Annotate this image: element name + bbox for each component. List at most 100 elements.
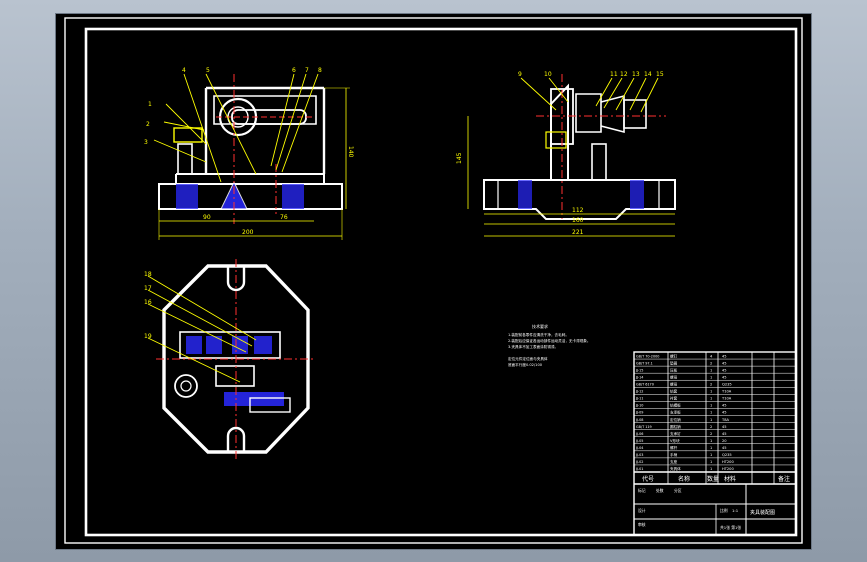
balloon-5: 5 bbox=[206, 67, 210, 74]
front-view-balloons: 4 5 6 7 8 1 2 3 90 76 200 140 bbox=[144, 67, 354, 236]
balloon-19: 19 bbox=[144, 333, 152, 340]
bom-cell-code: JJ-06 bbox=[635, 432, 643, 436]
bom-header-code: 代号 bbox=[642, 475, 654, 483]
balloon-1: 1 bbox=[148, 101, 152, 108]
balloon-12: 12 bbox=[620, 71, 628, 78]
bom-cell-qty: 1 bbox=[710, 390, 712, 394]
bom-cell-material: Q235 bbox=[722, 453, 732, 457]
inner-frame bbox=[84, 27, 798, 537]
bom-header-material: 材料 bbox=[724, 475, 736, 483]
bom-cell-name: 定位销 bbox=[670, 417, 681, 422]
balloon-2: 2 bbox=[146, 121, 150, 128]
dim-side-inner: 112 bbox=[572, 207, 584, 214]
bom-cell-material: 45 bbox=[722, 404, 727, 408]
title-block-title: 夹具装配图 bbox=[750, 509, 775, 516]
dim-bottom-mid: 76 bbox=[280, 214, 288, 221]
balloon-10: 10 bbox=[544, 71, 552, 78]
balloon-15: 15 bbox=[656, 71, 664, 78]
bom-cell-name: 圆柱销 bbox=[670, 424, 681, 429]
bom-cell-code: GB/T 70-2000 bbox=[636, 354, 659, 358]
bom-cell-material: 45 bbox=[722, 425, 727, 429]
bom-cell-code: GB/T 119 bbox=[636, 425, 652, 429]
bom-cell-code: JJ-02 bbox=[635, 460, 643, 464]
balloon-4: 4 bbox=[182, 67, 186, 74]
bom-cell-material: T8A bbox=[721, 418, 729, 422]
bom-cell-qty: 1 bbox=[710, 397, 712, 401]
bom-header-name: 名称 bbox=[678, 475, 690, 483]
bom-cell-material: 45 bbox=[722, 446, 727, 450]
notes-line-1: 1.装配前各零件应清洗干净，去毛刺。 bbox=[508, 332, 569, 337]
bom-header-note: 备注 bbox=[778, 475, 790, 483]
bom-cell-qty: 1 bbox=[710, 439, 712, 443]
bom-cell-qty: 2 bbox=[710, 425, 712, 429]
top-view-balloons: 18 17 16 19 bbox=[144, 271, 152, 340]
balloon-17: 17 bbox=[144, 285, 152, 292]
dim-side-mid: 160 bbox=[572, 217, 584, 224]
title-block-label-1: 标记 bbox=[638, 488, 646, 493]
side-view bbox=[467, 74, 676, 237]
balloon-11: 11 bbox=[610, 71, 618, 78]
bom-cell-material: 45 bbox=[722, 375, 727, 379]
title-block-scale-label: 比例 bbox=[720, 508, 728, 513]
title-block-checker: 审核 bbox=[638, 522, 646, 527]
balloon-7: 7 bbox=[305, 67, 309, 74]
notes-heading: 技术要求 bbox=[532, 323, 548, 329]
balloon-9: 9 bbox=[518, 71, 522, 78]
bom-cell-name: 钻模板 bbox=[670, 403, 681, 408]
bom-cell-code: GB/T 97.1 bbox=[636, 361, 653, 365]
bom-header-qty: 数量 bbox=[707, 475, 719, 483]
bom-cell-material: T10A bbox=[721, 397, 732, 401]
title-block-designer: 设计 bbox=[638, 508, 646, 513]
dim-overall-height: 140 bbox=[347, 146, 354, 158]
bom-cell-qty: 1 bbox=[710, 453, 712, 457]
bom-cell-material: 45 bbox=[722, 361, 727, 365]
bom-cell-name: 支承钉 bbox=[670, 431, 681, 436]
bom-cell-code: JJ-12 bbox=[635, 390, 643, 394]
bom-cell-name: 衬套 bbox=[670, 396, 678, 401]
bom-cell-material: 45 bbox=[722, 368, 727, 372]
bom-cell-code: JJ-10 bbox=[635, 404, 643, 408]
bom-cell-qty: 2 bbox=[710, 361, 712, 365]
title-block-label-2: 处数 bbox=[656, 488, 664, 493]
bom-cell-material: 45 bbox=[722, 411, 727, 415]
bom-cell-code: JJ-04 bbox=[635, 446, 643, 450]
bom-cell-code: JJ-15 bbox=[635, 368, 643, 372]
bom-cell-name: 螺杆 bbox=[670, 445, 678, 450]
front-view bbox=[153, 73, 350, 240]
title-block-scale: 1:1 bbox=[732, 508, 739, 513]
bom-cell-name: 螺钉 bbox=[670, 353, 678, 358]
notes-extra-1: 定位元件定位面与夹具体 bbox=[508, 356, 548, 361]
bom-cell-code: JJ-08 bbox=[635, 418, 643, 422]
technical-notes: 技术要求 1.装配前各零件应清洗干净，去毛刺。 2.装配后应保证各运动部件运动灵… bbox=[508, 323, 591, 367]
bom-cell-name: 支座 bbox=[670, 459, 678, 464]
bom-cell-name: 垫圈 bbox=[670, 360, 678, 365]
title-block-label-3: 分区 bbox=[674, 488, 682, 493]
bom-cell-material: HT200 bbox=[722, 467, 734, 471]
bom-cell-code: JJ-14 bbox=[635, 375, 643, 379]
bom-cell-qty: 1 bbox=[710, 404, 712, 408]
bom-cell-qty: 1 bbox=[710, 467, 712, 471]
cad-viewport[interactable]: 4 5 6 7 8 1 2 3 90 76 200 140 bbox=[56, 14, 811, 549]
dim-side-height: 145 bbox=[456, 152, 463, 164]
bom-cell-name: 螺母 bbox=[670, 381, 678, 386]
bom-cell-name: V形块 bbox=[670, 438, 680, 443]
bom-cell-qty: 1 bbox=[710, 446, 712, 450]
balloon-14: 14 bbox=[644, 71, 652, 78]
bom-cell-name: 螺母 bbox=[670, 374, 678, 379]
balloon-16: 16 bbox=[144, 299, 152, 306]
outer-frame bbox=[64, 17, 803, 544]
bom-cell-qty: 2 bbox=[710, 432, 712, 436]
notes-line-3: 3.夹具体不加工表面涂防锈漆。 bbox=[508, 344, 558, 349]
bom-cell-code: JJ-03 bbox=[635, 453, 643, 457]
dim-bottom-left: 90 bbox=[203, 214, 211, 221]
bom-cell-qty: 1 bbox=[710, 460, 712, 464]
bom-cell-qty: 4 bbox=[710, 354, 713, 358]
dim-side-overall: 221 bbox=[572, 229, 584, 236]
bom-cell-name: 支承板 bbox=[670, 410, 681, 415]
balloon-18: 18 bbox=[144, 271, 152, 278]
bom-cell-name: 钻套 bbox=[670, 389, 678, 394]
title-block-sheet: 共1张 第1张 bbox=[720, 525, 741, 530]
bom-cell-material: 45 bbox=[722, 354, 727, 358]
bom-cell-material: 20 bbox=[722, 439, 727, 443]
